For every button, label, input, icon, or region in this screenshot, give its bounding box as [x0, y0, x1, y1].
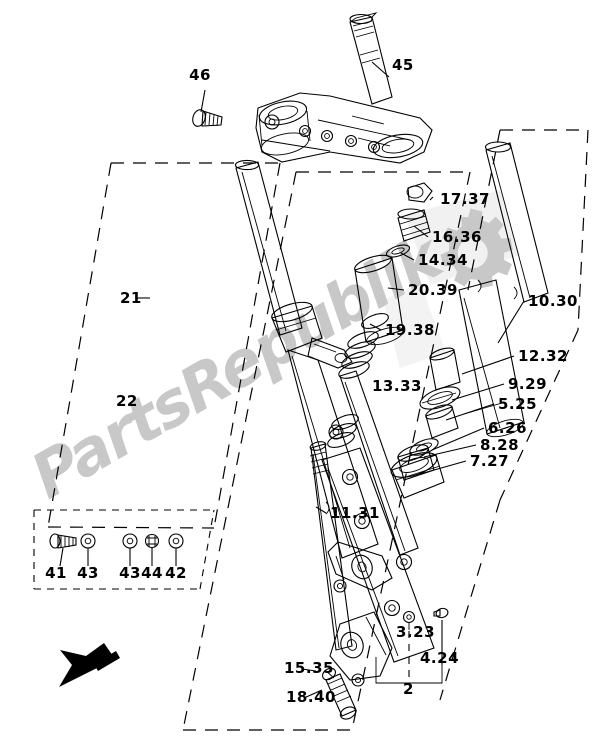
callout-45: 45 — [392, 56, 414, 74]
steering-stem-and-upper-bracket — [255, 12, 433, 164]
callout-13-33: 13.33 — [372, 377, 422, 395]
callout-41: 41 — [45, 564, 67, 582]
callout-22: 22 — [116, 392, 138, 410]
right-fork-outer-tube-10 — [458, 279, 525, 438]
fork-spring — [338, 331, 379, 379]
callout-43-b: 43 — [119, 564, 141, 582]
callout-15-35: 15.35 — [284, 659, 334, 677]
callout-2: 2 — [403, 680, 414, 698]
lower-slider-bottom-section — [321, 447, 449, 720]
callout-21: 21 — [120, 289, 142, 307]
callout-labels: 46 45 21 22 17.37 16.36 14.34 20.39 19.3… — [45, 56, 578, 706]
callout-46: 46 — [189, 66, 211, 84]
callout-4-24: 4.24 — [420, 649, 459, 667]
callout-20-39: 20.39 — [408, 281, 458, 299]
callout-7-27: 7.27 — [470, 452, 509, 470]
callout-9-29: 9.29 — [508, 375, 547, 393]
callout-12-32: 12.32 — [518, 347, 568, 365]
callout-6-26: 6.26 — [488, 419, 527, 437]
rebound-spring — [327, 414, 359, 448]
callout-44: 44 — [141, 564, 163, 582]
callout-leader-lines — [136, 61, 525, 699]
outer-tube-top-7 — [390, 452, 445, 499]
callout-43-a: 43 — [77, 564, 99, 582]
callout-8-28: 8.28 — [480, 436, 519, 454]
pinch-bolt-46 — [192, 109, 223, 127]
left-fork-assembly — [234, 159, 393, 593]
callout-19-38: 19.38 — [385, 321, 435, 339]
callout-42: 42 — [165, 564, 187, 582]
callout-10-30: 10.30 — [528, 292, 578, 310]
right-fork-inner-tube — [484, 141, 549, 303]
damper-piston-rod-11 — [309, 441, 353, 651]
callout-3-23: 3.23 — [396, 623, 435, 641]
small-hardware-row — [49, 533, 184, 567]
dashed-group-boundaries — [33, 129, 589, 731]
callout-16-36: 16.36 — [432, 228, 482, 246]
callout-18-40: 18.40 — [286, 688, 336, 706]
callout-17-37: 17.37 — [440, 190, 490, 208]
callout-5-25: 5.25 — [498, 395, 537, 413]
callout-14-34: 14.34 — [418, 251, 468, 269]
callout-11-31: 11.31 — [330, 504, 380, 522]
forward-direction-arrow — [59, 643, 120, 687]
center-internal-components — [309, 182, 461, 651]
